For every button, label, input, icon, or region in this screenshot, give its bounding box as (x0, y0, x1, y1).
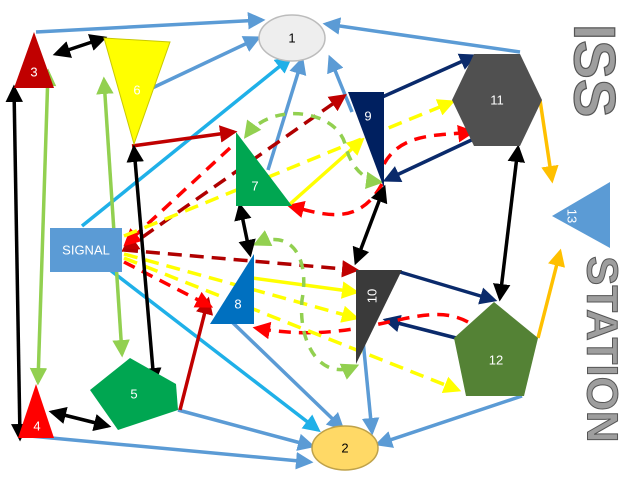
edge-12-to-2 (374, 394, 523, 448)
edge-11-12-black (492, 144, 526, 302)
edge-signal-to-9-dashed (121, 93, 347, 253)
title-side: STATION (578, 256, 627, 443)
edge-5-to-2 (177, 408, 316, 451)
edge-6-to-5-green (96, 76, 130, 358)
edge-11-to-9 (382, 134, 481, 182)
node-10-shape (356, 270, 402, 364)
node-4-label: 4 (33, 419, 40, 434)
node-1-shape (258, 14, 326, 62)
edge-9-10-black (352, 184, 388, 266)
edge-signal-to-8-dashed (123, 260, 214, 308)
edge-11-to-1 (322, 17, 521, 54)
node-8-shape (210, 254, 254, 324)
node-12-label: 12 (489, 353, 503, 368)
edge-8-10-curve-green (252, 230, 360, 380)
node-3-label: 3 (30, 65, 37, 80)
node-5-label: 5 (130, 387, 137, 402)
signal-box (50, 228, 122, 272)
edge-5-to-8 (178, 296, 214, 411)
node-2-shape (311, 425, 379, 471)
node-9-label: 9 (364, 109, 371, 124)
edge-10-to-12 (399, 270, 498, 305)
node-4-shape (18, 384, 54, 438)
edge-12-to-10 (382, 315, 465, 342)
node-1-label: 1 (288, 31, 295, 46)
node-7-shape (236, 132, 292, 206)
edge-6-5-black (126, 144, 162, 386)
node-9-shape (348, 92, 384, 188)
edge-3-6-black (52, 34, 108, 58)
title-top: ISS (562, 24, 627, 118)
node-8-label: 8 (234, 297, 241, 312)
edge-signal-to-11-yellow (123, 99, 456, 238)
edge-7-8-black (234, 202, 256, 258)
node-10-label: 10 (365, 289, 380, 303)
node-13-label: 13 (565, 209, 580, 223)
edge-7-9-curve-green (243, 112, 384, 189)
edge-6-to-1 (147, 36, 262, 92)
edge-3-4-black (5, 84, 29, 442)
edges-group (5, 12, 566, 470)
edge-9-to-11-curve-dashed (382, 124, 476, 165)
edge-9-to-11 (379, 53, 478, 100)
edge-3-to-1 (35, 12, 266, 34)
signal-label: SIGNAL (62, 243, 110, 258)
edge-9-to-7-curve-dashed (286, 183, 384, 218)
nodes-group: 1 2 3 4 5 6 7 8 9 10 11 12 (14, 14, 610, 471)
node-11-label: 11 (490, 93, 504, 108)
edge-12-to-13 (536, 248, 566, 339)
node-2-label: 2 (341, 441, 348, 456)
edge-11-to-13 (538, 99, 559, 184)
edge-12-to-8-curve-dashed (252, 312, 469, 340)
edge-3-to-4-green (29, 68, 57, 386)
edge-7-to-signal-dashed (123, 146, 232, 247)
node-3-shape (14, 32, 54, 88)
node-5-shape (90, 358, 178, 430)
node-6-shape (103, 37, 171, 146)
edge-4-5-black (48, 406, 112, 432)
edge-4-to-2 (29, 434, 314, 470)
edge-7-to-9-yellow (288, 137, 365, 206)
node-12-shape (454, 302, 538, 396)
node-13-shape (552, 182, 610, 248)
node-11-shape (452, 54, 542, 146)
edge-signal-to-10-dashed (123, 248, 360, 278)
node-7-label: 7 (251, 179, 258, 194)
node-6-label: 6 (133, 83, 140, 98)
edge-9-to-1 (327, 54, 354, 113)
